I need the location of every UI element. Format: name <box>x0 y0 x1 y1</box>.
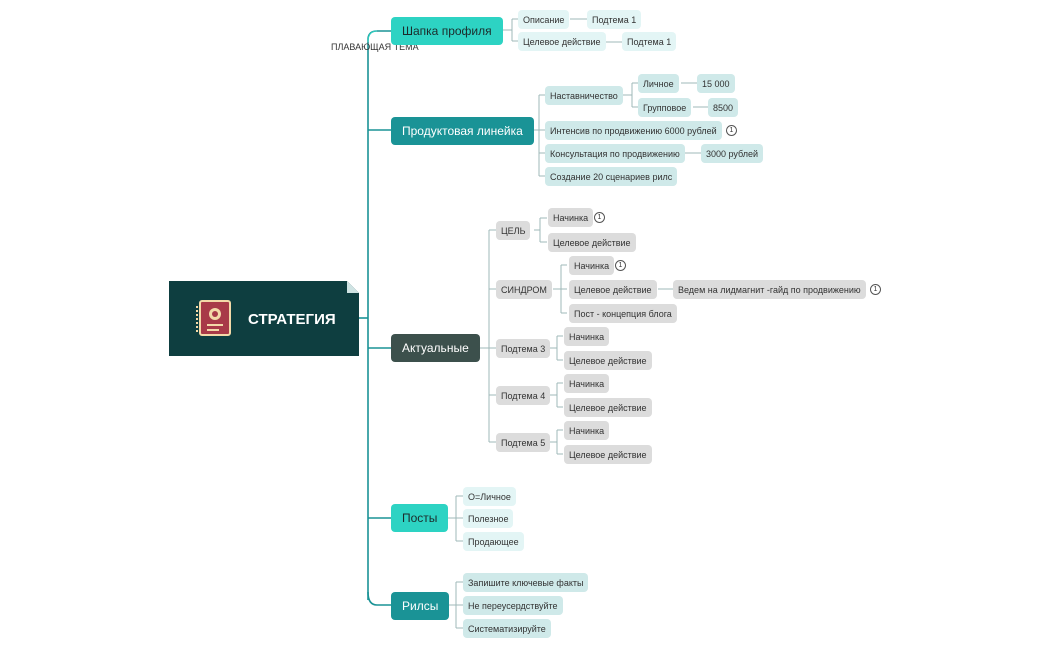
posts-useful[interactable]: Полезное <box>463 509 514 528</box>
goal-start[interactable]: Начинка <box>548 208 594 227</box>
topic-product-line[interactable]: Продуктовая линейка <box>391 117 534 145</box>
subtopic-3[interactable]: Подтема 3 <box>496 339 551 358</box>
posts-selling[interactable]: Продающее <box>463 532 524 551</box>
topic-reels[interactable]: Рилсы <box>391 592 450 620</box>
subtopic-4-action[interactable]: Целевое действие <box>564 398 652 417</box>
syndrome-target-action[interactable]: Целевое действие <box>569 280 657 299</box>
subtopic-reels-scripts[interactable]: Создание 20 сценариев рилс <box>545 167 678 186</box>
price-consultation[interactable]: 3000 рублей <box>701 144 764 163</box>
note-marker-icon[interactable]: 1 <box>870 284 881 295</box>
subtopic-description-child[interactable]: Подтема 1 <box>587 10 642 29</box>
subtopic-5-action[interactable]: Целевое действие <box>564 445 652 464</box>
subtopic-5-start[interactable]: Начинка <box>564 421 610 440</box>
goal-target-action[interactable]: Целевое действие <box>548 233 636 252</box>
subtopic-3-start[interactable]: Начинка <box>564 327 610 346</box>
subtopic-5[interactable]: Подтема 5 <box>496 433 551 452</box>
reels-systemize[interactable]: Систематизируйте <box>463 619 551 638</box>
page-fold <box>347 281 359 293</box>
subtopic-mentoring[interactable]: Наставничество <box>545 86 623 105</box>
syndrome-lead-magnet[interactable]: Ведем на лидмагнит -гайд по продвижению <box>673 280 866 299</box>
floating-topic[interactable]: ПЛАВАЮЩАЯ ТЕМА <box>331 42 419 52</box>
subtopic-target-action[interactable]: Целевое действие <box>518 32 606 51</box>
syndrome-post[interactable]: Пост - концепция блога <box>569 304 677 323</box>
subtopic-target-action-child[interactable]: Подтема 1 <box>622 32 677 51</box>
price-group[interactable]: 8500 <box>708 98 739 117</box>
subtopic-intensive[interactable]: Интенсив по продвижению 6000 рублей <box>545 121 722 140</box>
note-marker-icon[interactable]: 1 <box>615 260 626 271</box>
note-marker-icon[interactable]: 1 <box>726 125 737 136</box>
subtopic-goal[interactable]: ЦЕЛЬ <box>496 221 531 240</box>
subtopic-personal[interactable]: Личное <box>638 74 679 93</box>
subtopic-description[interactable]: Описание <box>518 10 570 29</box>
topic-current[interactable]: Актуальные <box>391 334 480 362</box>
price-personal[interactable]: 15 000 <box>697 74 735 93</box>
reels-key-facts[interactable]: Запишите ключевые факты <box>463 573 589 592</box>
topic-profile-header[interactable]: Шапка профиля <box>391 17 503 45</box>
contact-book-icon <box>196 300 231 336</box>
central-topic-label: СТРАТЕГИЯ <box>248 311 336 328</box>
subtopic-3-action[interactable]: Целевое действие <box>564 351 652 370</box>
subtopic-4[interactable]: Подтема 4 <box>496 386 551 405</box>
subtopic-group[interactable]: Групповое <box>638 98 692 117</box>
central-topic[interactable]: СТРАТЕГИЯ <box>169 281 359 356</box>
subtopic-consultation[interactable]: Консультация по продвижению <box>545 144 685 163</box>
subtopic-syndrome[interactable]: СИНДРОМ <box>496 280 552 299</box>
note-marker-icon[interactable]: 1 <box>594 212 605 223</box>
subtopic-4-start[interactable]: Начинка <box>564 374 610 393</box>
topic-posts[interactable]: Посты <box>391 504 449 532</box>
syndrome-start[interactable]: Начинка <box>569 256 615 275</box>
posts-personal[interactable]: О=Личное <box>463 487 516 506</box>
reels-no-overdo[interactable]: Не переусердствуйте <box>463 596 563 615</box>
